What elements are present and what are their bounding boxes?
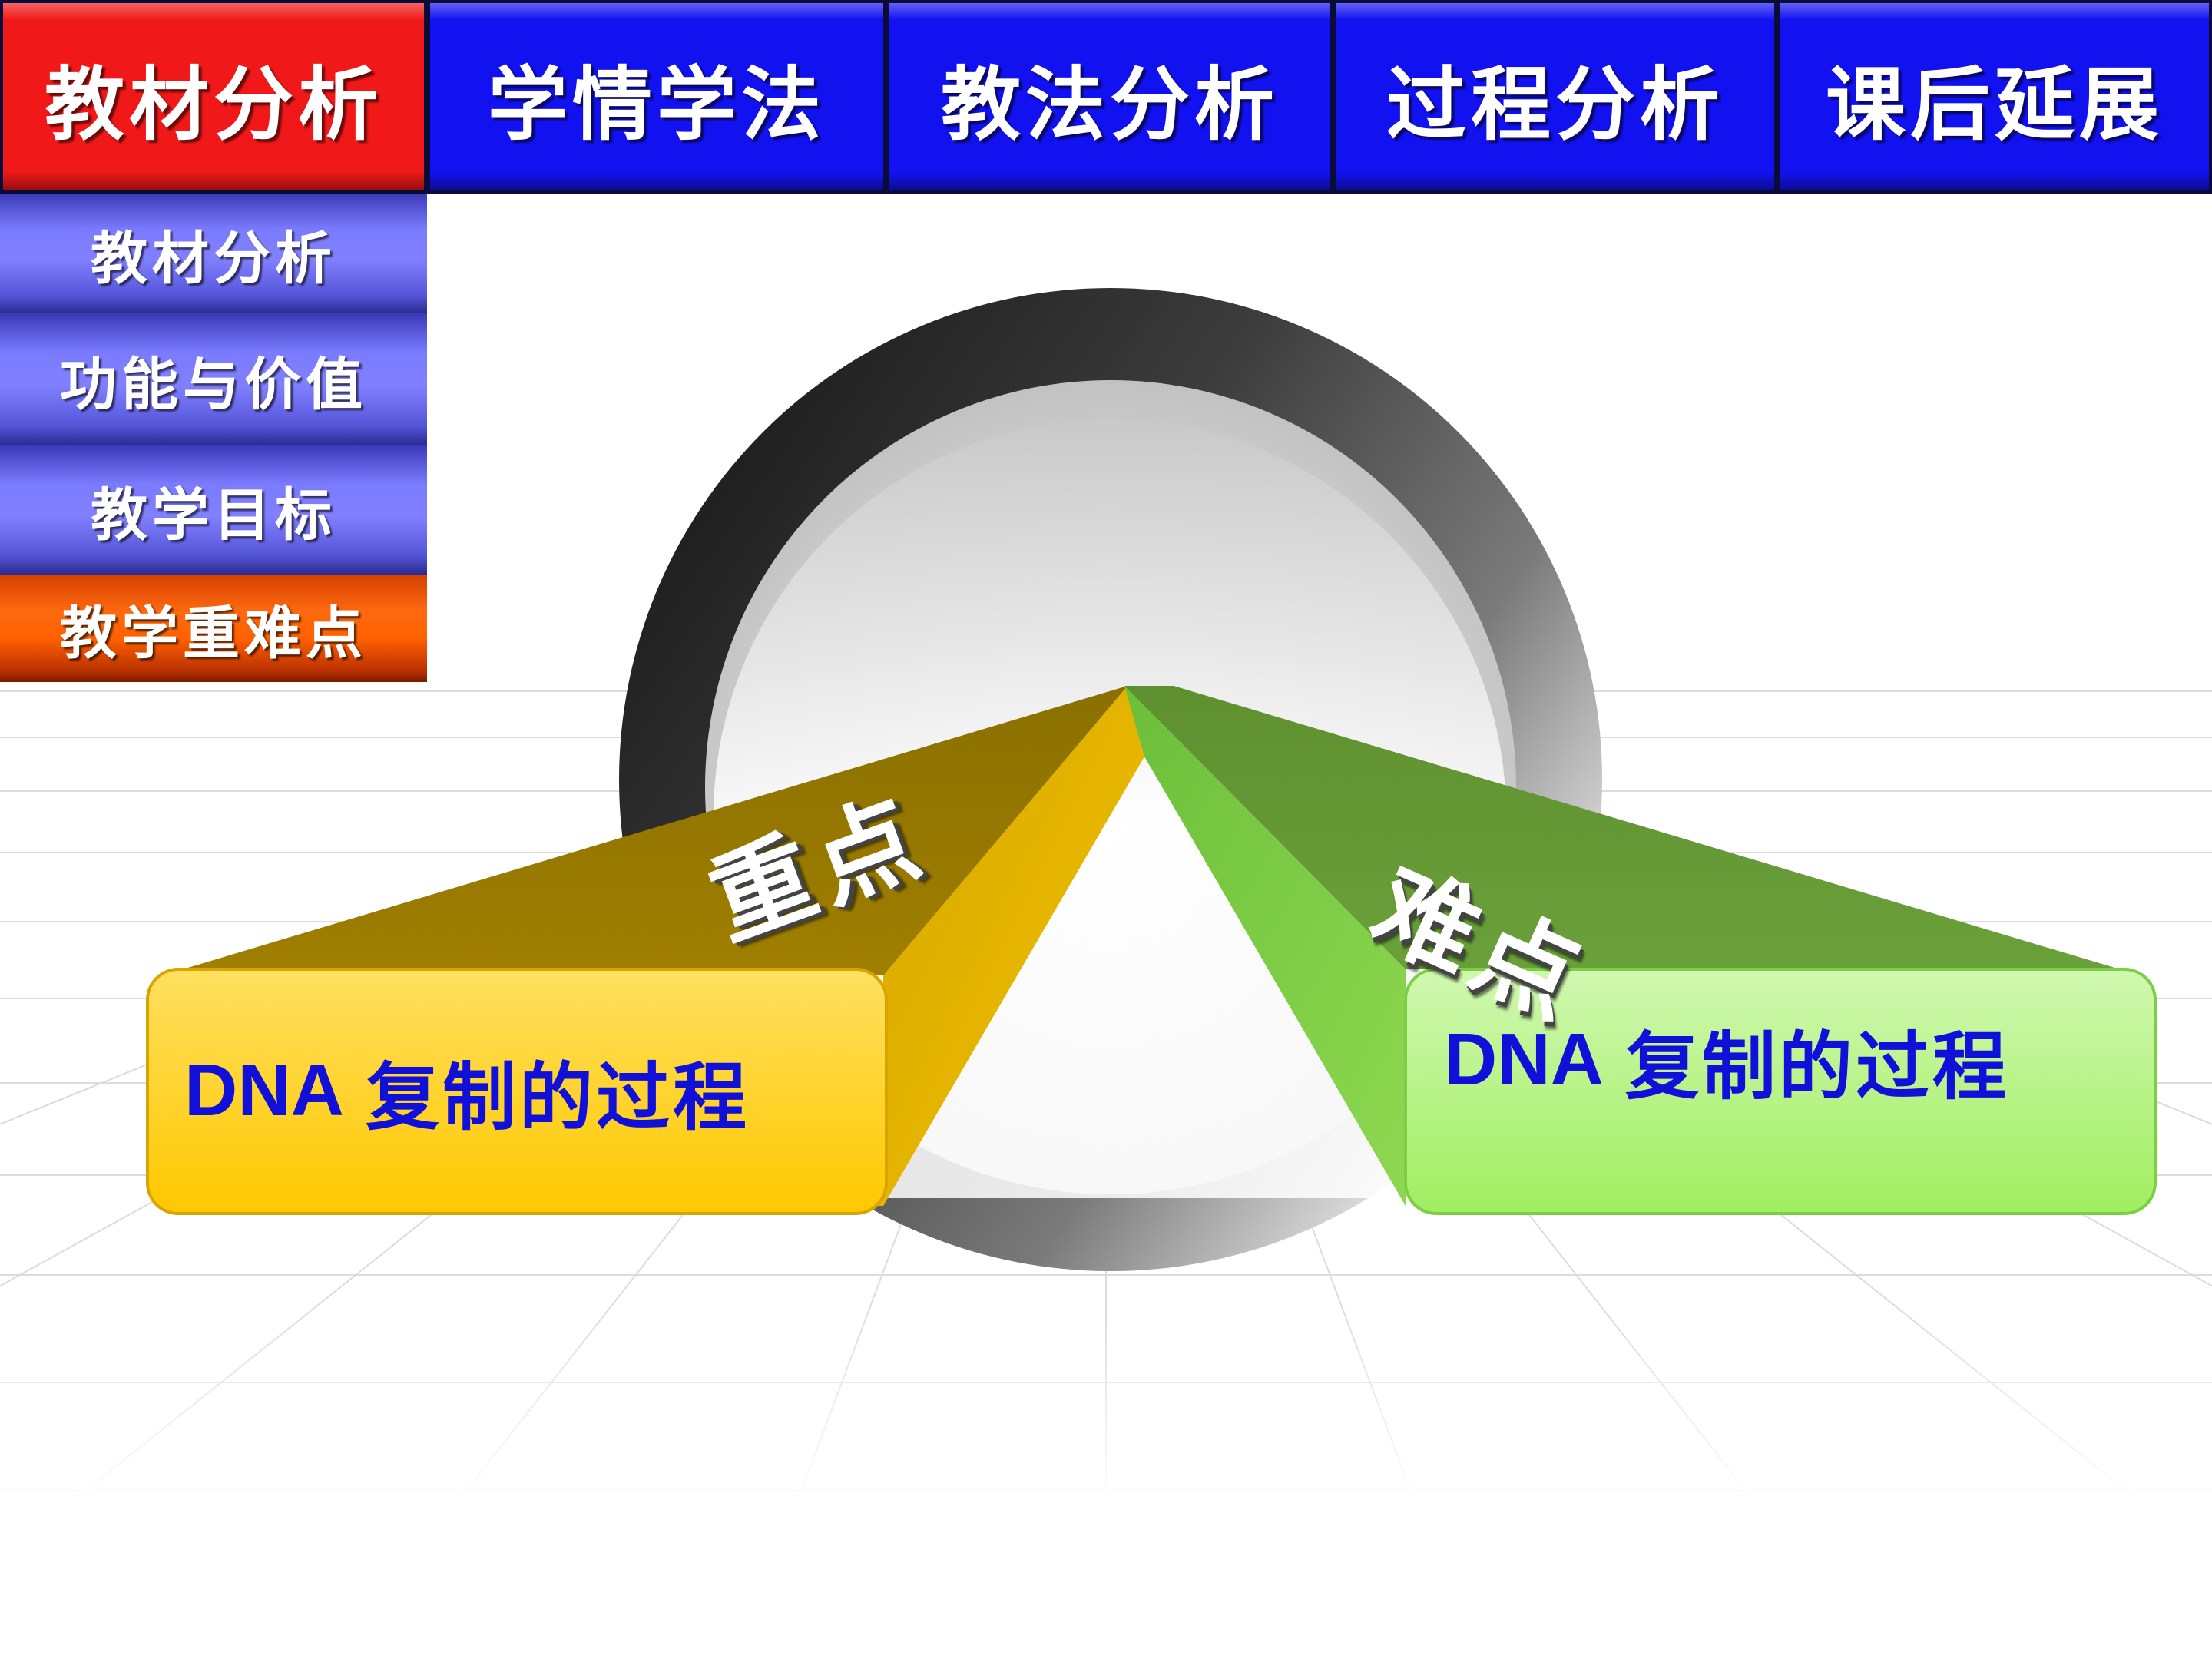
sidebar-item-label: 教材分析: [91, 225, 336, 292]
sidebar-item-textbook-analysis[interactable]: 教材分析: [0, 194, 427, 313]
right-beam: [1124, 686, 2157, 1215]
key-point-text: 复制的过程: [365, 1053, 750, 1141]
sidebar-item-teaching-goals[interactable]: 教学目标: [0, 445, 427, 575]
tab-extension[interactable]: 课后延展: [1777, 0, 2212, 194]
difficult-point-box: DNA 复制的过程: [1444, 991, 2135, 1129]
sidebar-item-label: 教学重难点: [60, 600, 367, 667]
key-point-box: DNA 复制的过程: [184, 1022, 876, 1160]
difficult-point-text: 复制的过程: [1624, 1022, 2009, 1110]
sidebar-item-function-value[interactable]: 功能与价值: [0, 313, 427, 445]
tab-label: 教材分析: [44, 56, 382, 151]
top-nav: 教材分析 学情学法 教法分析 过程分析 课后延展: [0, 0, 2212, 198]
tab-label: 过程分析: [1386, 56, 1724, 151]
sidebar-item-key-difficult-points[interactable]: 教学重难点: [0, 575, 427, 682]
tab-textbook-analysis[interactable]: 教材分析: [0, 0, 427, 194]
tab-learning-situation[interactable]: 学情学法: [427, 0, 886, 194]
tab-label: 教法分析: [940, 56, 1279, 151]
tab-label: 课后延展: [1825, 56, 2164, 151]
sidebar-item-label: 功能与价值: [60, 351, 367, 418]
tab-label: 学情学法: [487, 56, 826, 151]
tab-process-analysis[interactable]: 过程分析: [1333, 0, 1777, 194]
side-menu: 教材分析 功能与价值 教学目标 教学重难点: [0, 194, 427, 682]
left-beam: [146, 686, 1167, 1215]
sidebar-item-label: 教学目标: [91, 482, 336, 548]
key-point-latin: DNA: [184, 1049, 344, 1131]
tab-teaching-method[interactable]: 教法分析: [886, 0, 1333, 194]
difficult-point-latin: DNA: [1444, 1018, 1604, 1101]
